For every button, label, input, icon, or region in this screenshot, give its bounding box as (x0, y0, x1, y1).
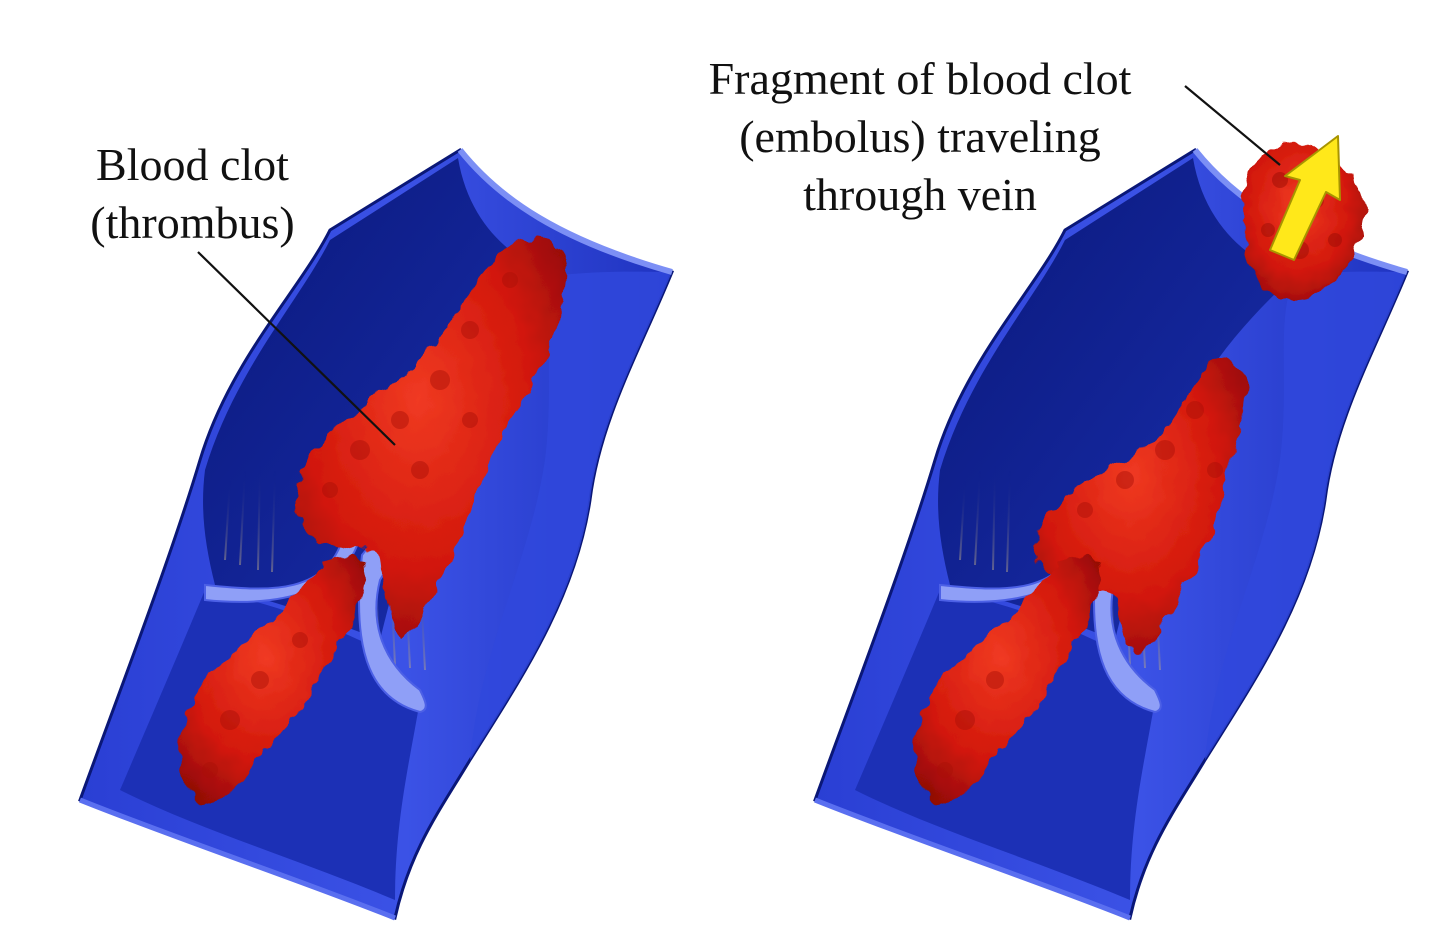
embolus-label-line3: through vein (803, 169, 1037, 220)
direction-arrow-icon (1269, 135, 1341, 261)
thrombus-label-line1: Blood clot (96, 139, 289, 190)
thrombus-label: Blood clot (thrombus) (50, 136, 335, 252)
thrombus-label-line2: (thrombus) (90, 197, 295, 248)
embolus-label: Fragment of blood clot (embolus) traveli… (640, 50, 1200, 224)
embolus-label-line1: Fragment of blood clot (708, 53, 1132, 104)
vein-with-thrombus (80, 150, 672, 918)
clot-texture-right (937, 401, 1223, 778)
vein-with-embolus (815, 150, 1407, 918)
clot-texture (202, 272, 518, 778)
thrombus-leader-line (197, 251, 396, 446)
embolus-leader-line (1184, 85, 1281, 166)
embolus-label-line2: (embolus) traveling (739, 111, 1101, 162)
